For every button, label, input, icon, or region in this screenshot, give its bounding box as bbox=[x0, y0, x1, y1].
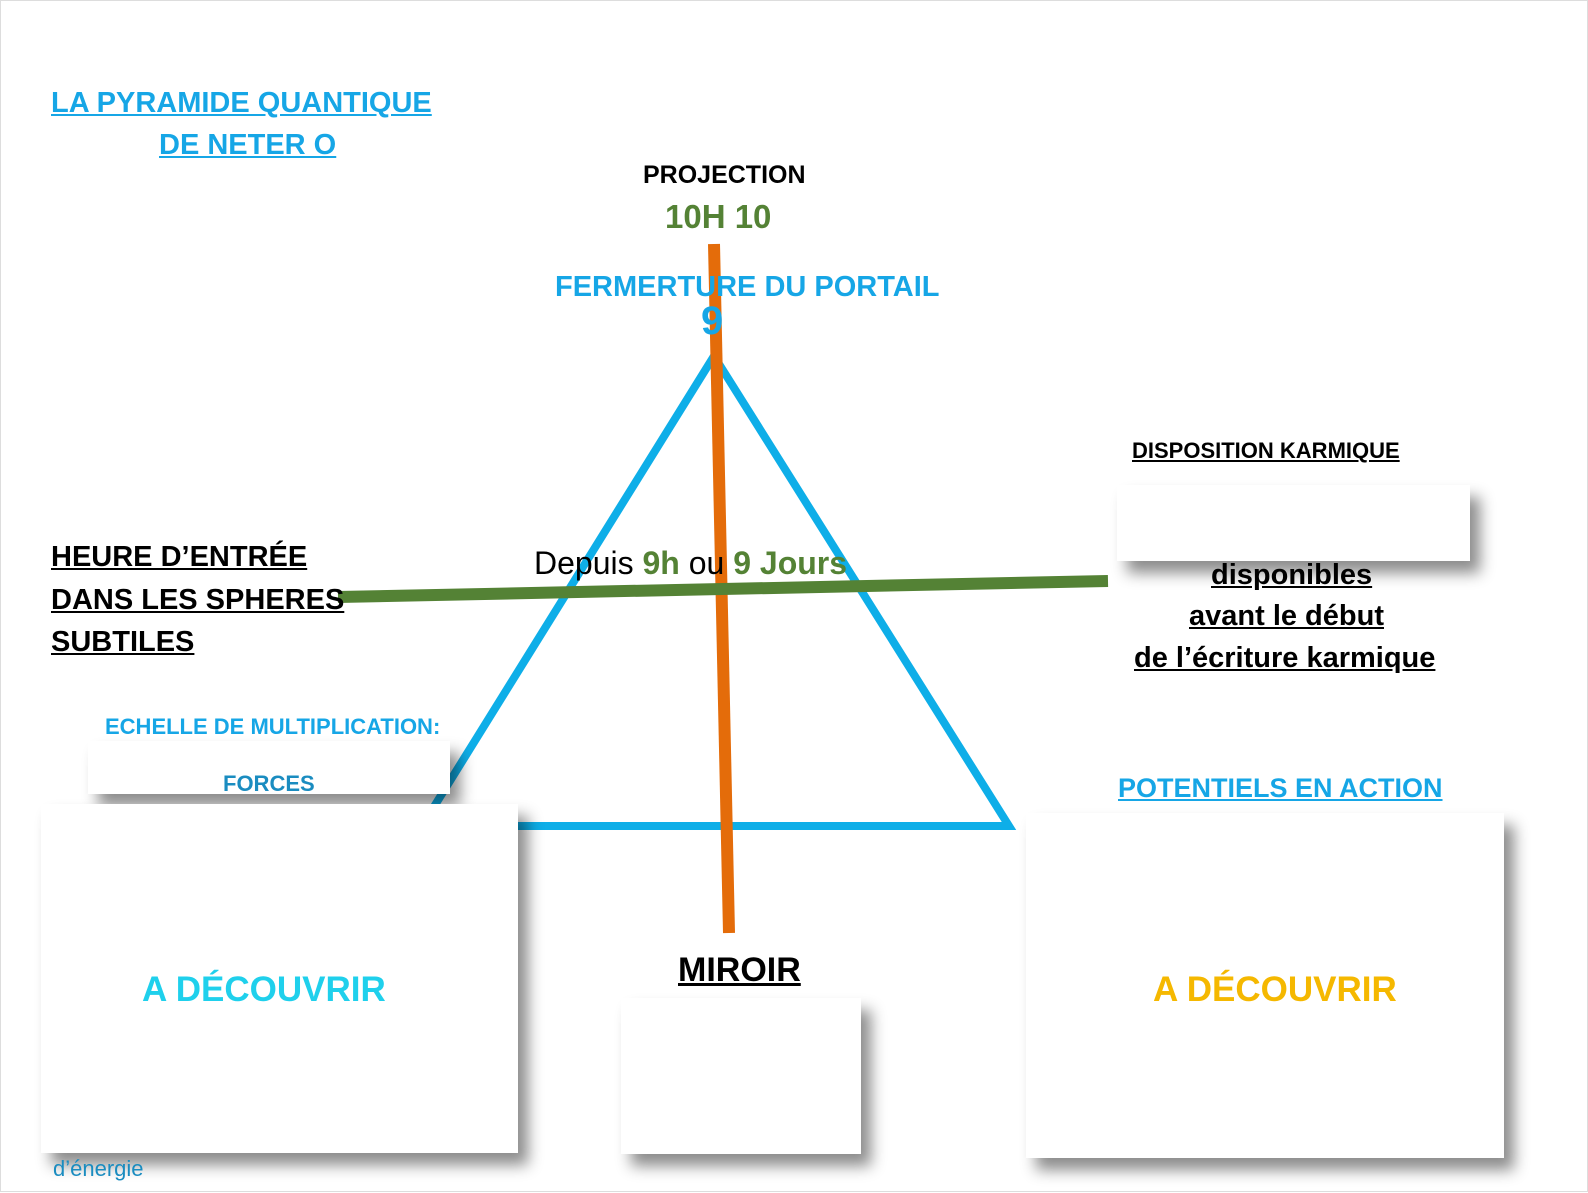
right-discover-text: A DÉCOUVRIR bbox=[1153, 970, 1397, 1009]
multiplication-label: ECHELLE DE MULTIPLICATION: bbox=[105, 714, 441, 739]
right-discover-box: A DÉCOUVRIR bbox=[1026, 813, 1504, 1158]
karmic-cover-box bbox=[1117, 485, 1470, 561]
mirror-box bbox=[621, 998, 861, 1154]
entry-line3: SUBTILES bbox=[51, 626, 195, 658]
entry-line2: DANS LES SPHERES bbox=[51, 584, 345, 616]
karmic-label: DISPOSITION KARMIQUE bbox=[1132, 438, 1400, 463]
since-middle: ou bbox=[679, 545, 734, 581]
portal-label: FERMERTURE DU PORTAIL bbox=[555, 271, 940, 303]
projection-time: 10H 10 bbox=[665, 198, 772, 235]
mirror-label: MIROIR bbox=[678, 951, 801, 989]
hidden-energy-text: d’énergie bbox=[53, 1156, 144, 1181]
title-line2: DE NETER O bbox=[159, 129, 337, 161]
karmic-line1: disponibles bbox=[1211, 559, 1373, 591]
karmic-line2: avant le début bbox=[1189, 600, 1384, 632]
hidden-forces-text: FORCES bbox=[223, 771, 315, 796]
title-line1: LA PYRAMIDE QUANTIQUE bbox=[51, 87, 432, 119]
entry-line1: HEURE D’ENTRÉE bbox=[51, 541, 308, 573]
since-prefix: Depuis bbox=[534, 545, 643, 581]
horizontal-axis-line bbox=[337, 575, 1109, 603]
portal-number: 9 bbox=[701, 299, 724, 343]
since-days: 9 Jours bbox=[733, 545, 848, 581]
since-text: Depuis 9h ou 9 Jours bbox=[534, 545, 847, 582]
since-hours: 9h bbox=[642, 545, 680, 581]
multiplication-cover-box bbox=[88, 741, 450, 794]
left-discover-box: A DÉCOUVRIR bbox=[41, 804, 518, 1153]
left-discover-text: A DÉCOUVRIR bbox=[142, 970, 386, 1009]
karmic-line3: de l’écriture karmique bbox=[1134, 642, 1436, 674]
potentials-label: POTENTIELS EN ACTION bbox=[1118, 773, 1443, 803]
projection-label: PROJECTION bbox=[643, 161, 806, 189]
